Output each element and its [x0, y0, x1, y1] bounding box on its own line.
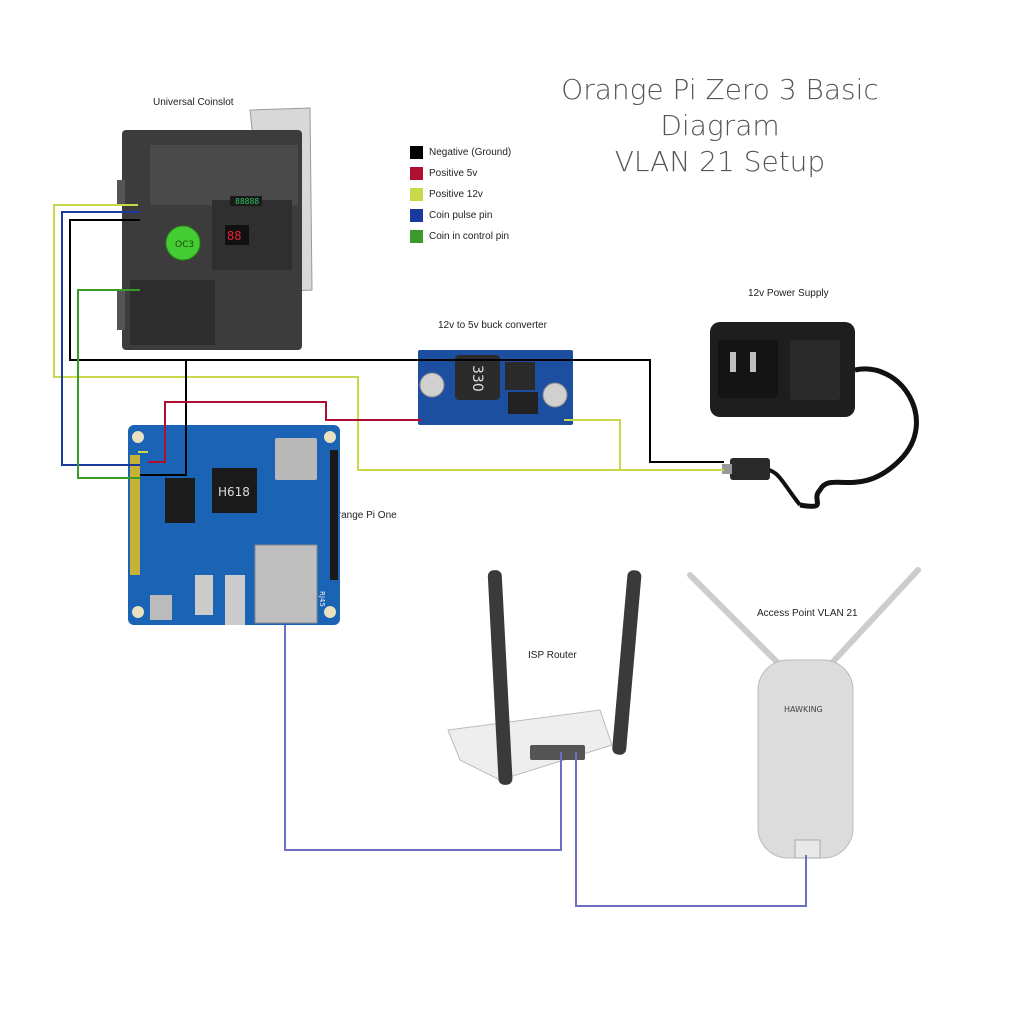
coinslot-label: Universal Coinslot [153, 97, 234, 108]
legend-label: Coin in control pin [429, 231, 510, 242]
wire-ethernet-router-ap [575, 752, 807, 907]
legend-label: Negative (Ground) [429, 147, 512, 158]
board-label: Orange Pi One [330, 510, 397, 521]
legend: Negative (Ground) Positive 5v Positive 1… [410, 142, 511, 247]
wire-coin-control [77, 289, 140, 479]
legend-item-12v: Positive 12v [410, 184, 511, 205]
legend-item-ground: Negative (Ground) [410, 142, 511, 163]
wire-ground-board [140, 360, 187, 476]
wire-5v [148, 401, 422, 463]
wire-coin-pulse [61, 211, 140, 466]
legend-label: Positive 5v [429, 168, 478, 179]
board-port-label: RJ45 [318, 591, 326, 607]
wire-ground [69, 219, 724, 463]
wire-12v-coinslot [53, 204, 724, 471]
coinslot-badge-icon [165, 225, 201, 261]
coinslot-badge: OC3 [175, 240, 194, 250]
coinslot-device: 88888 88 OC3 [117, 107, 313, 350]
coinslot-display: 88 [227, 229, 241, 243]
access-point-label: Access Point VLAN 21 [757, 608, 858, 619]
buck-coil-label: 330 [469, 365, 485, 392]
legend-swatch [410, 146, 423, 159]
legend-label: Positive 12v [429, 189, 483, 200]
orange-pi-board: H618 RJ45 [128, 425, 340, 625]
title-line-1: Orange Pi Zero 3 Basic Diagram [561, 73, 879, 142]
wire-ethernet-board-router [284, 625, 562, 851]
isp-router-device [447, 570, 642, 785]
legend-item-5v: Positive 5v [410, 163, 511, 184]
svg-text:88888: 88888 [235, 197, 259, 206]
access-point-device: HAWKING [687, 567, 921, 859]
legend-item-pulse: Coin pulse pin [410, 205, 511, 226]
legend-label: Coin pulse pin [429, 210, 493, 221]
access-point-brand: HAWKING [784, 705, 823, 714]
legend-swatch [410, 230, 423, 243]
legend-item-control: Coin in control pin [410, 226, 511, 247]
wire-12v-buck [564, 419, 621, 470]
power-supply-label: 12v Power Supply [748, 288, 829, 299]
buck-converter-label: 12v to 5v buck converter [438, 320, 547, 331]
board-chip-label: H618 [218, 485, 250, 499]
legend-swatch [410, 188, 423, 201]
router-label: ISP Router [528, 650, 577, 661]
legend-swatch [410, 167, 423, 180]
legend-swatch [410, 209, 423, 222]
title-line-2: VLAN 21 Setup [614, 145, 826, 178]
power-supply-device [710, 322, 919, 509]
buck-converter-device: 330 [418, 350, 573, 425]
diagram-title: Orange Pi Zero 3 Basic Diagram VLAN 21 S… [500, 72, 940, 180]
